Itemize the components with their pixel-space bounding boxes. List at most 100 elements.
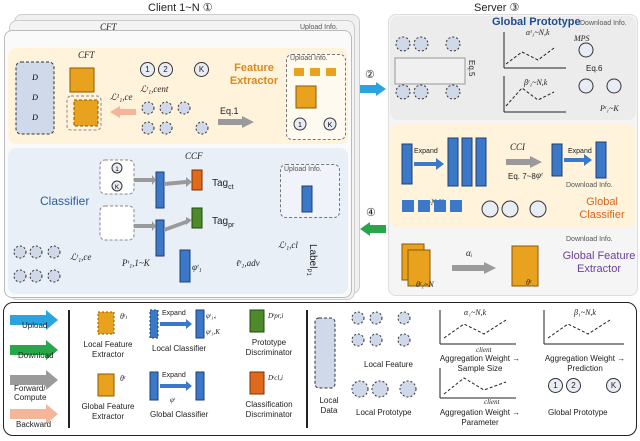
p-label: Pᵗ₁,1~K [122,258,150,268]
classifier-label: Classifier [40,194,90,208]
legend-local-prototype: Local Prototype [356,408,412,417]
mps-label: MPS [574,34,590,43]
global-classifier-title: Global Classifier [579,196,625,221]
feature-extractor-label: Feature Extractor [229,62,279,87]
alpha-label: αᵗ₁~N,k [526,28,550,37]
loss-ce2: ℒᵗ₁,ce [70,252,92,262]
loss-cent: ℒᵗ₁,cent [140,84,169,94]
cft-label: CFT [78,50,95,60]
server-proto-circles [394,36,466,100]
theta-1n: θᵗ₁~N [416,280,434,289]
download-info-3: Download Info. [566,236,613,243]
legend-global-classifier: Global Classifier [150,410,209,419]
legend-global-proto-1: 1 [548,378,563,393]
cci-label: CCI [510,142,526,152]
legend-divider-2 [306,310,308,428]
forward-arrow-cci [506,156,542,168]
legend-d-cl: Dᵗcl,i [268,374,283,382]
legend-agg-parameter-plot [439,368,516,399]
legend-prototype-discriminator-icon [249,309,265,333]
svg-text:D: D [31,113,38,122]
legend-local-feature-extractor: Local Feature Extractor [83,340,133,359]
server-local-extractors [401,243,431,287]
server-phi-expand [551,141,607,179]
legend-client-2: client [484,398,500,406]
expand-2: Expand [568,148,592,155]
legend-theta-g: θᵗ [120,374,126,383]
legend-global-feature-extractor: Global Feature Extractor [81,402,135,421]
legend-local-data-icon [314,317,336,389]
legend-divider-1 [68,310,70,428]
server-p-label: Pᵗ₁~K [600,104,619,113]
upload-info-back: Upload Info. [300,24,338,31]
ccf-label: CCF [185,151,203,161]
legend-local-prototype-icon [351,380,417,398]
download-info-2: Download Info. [566,182,613,189]
legend-phi-li: φᵗ₁,ᵢ [206,312,217,320]
legend-local-feature-extractor-icon [97,311,115,335]
local-feature-cluster [141,101,209,135]
backward-arrow-1 [110,106,136,118]
legend-phi-lk: φᵗ₁,K [206,328,220,336]
legend-expand-a: Expand [162,310,186,317]
legend-classification-discriminator: Classification Discriminator [245,400,293,419]
upload-info-ccf-label: Upload Info. [284,166,322,173]
upload-info-label: Upload Info. [290,55,328,62]
upload-info-contents: 1 K [293,68,337,131]
legend-download: Download [18,351,54,360]
legend-theta-l: θᵗₗ [120,312,127,321]
cft-back-label: CFT [100,22,117,32]
legend-alpha: α₁~N,k [464,308,487,317]
proto-circle-k: K [194,62,209,77]
legend-global-proto-k: K [606,378,621,393]
forward-arrow-alpha [452,262,496,274]
client-title: Client 1~N ① [148,2,213,14]
tag-ct: Tagct [212,178,234,191]
step4-label: ④ [366,207,376,219]
server-feature-cubes [402,200,462,212]
phi-1nk: φᵗ₁~N,K [418,198,444,207]
legend-forward: Forward/ Compute [14,384,47,402]
client-feature-stack [13,245,61,283]
legend-global-proto-2: 2 [566,378,581,393]
server-title: Server ③ [474,2,520,14]
global-prototype-title: Global Prototype [492,16,581,28]
label-text: LabelP1 [305,244,318,276]
alpha-i: αᵢ [466,248,473,258]
svg-text:K: K [328,122,333,129]
eq5-label: Eq.5 [467,60,476,77]
download-arrow-step4 [360,222,386,236]
ccf-classifier-graph: 1 K [99,159,203,257]
legend-expand-b: Expand [162,372,186,379]
eq6-label: Eq.6 [586,64,603,73]
svg-text:1: 1 [298,122,302,129]
svg-text:D: D [31,93,38,102]
eq1-label: Eq.1 [220,106,239,116]
server-proto-result [578,42,622,94]
svg-text:1: 1 [115,167,119,173]
loss-adv: ℓᵗ₁,adv [236,258,260,268]
legend-agg-sample-size: Aggregation Weight → Sample Size [439,354,521,373]
legend-d-pr: Dᵗpr,i [268,312,284,320]
legend-agg-prediction: Aggregation Weight → Prediction [544,354,626,373]
legend-backward: Backward [16,420,52,429]
proto-circle-2: 2 [158,62,173,77]
legend-agg-sample-plot [439,310,516,345]
loss-ce: ℒ¹₁,ce [110,92,133,102]
legend-upload: Upload [22,321,48,330]
legend-arrows [10,310,58,424]
proto-circle-1: 1 [140,62,155,77]
local-feature-extractor-icon [66,67,102,131]
phi-label: φᵗ₁ [192,262,202,272]
legend-beta: β₁~N,k [574,308,596,317]
upload-classifier-icon [301,185,313,213]
loss-cl: ℒᵗ₁,cl [278,240,298,250]
theta-t: θᵗ [526,278,532,287]
legend-client-1: client [476,346,492,354]
legend-prototype-discriminator: Prototype Discriminator [245,338,293,357]
legend-local-classifier: Local Classifier [152,344,207,353]
expand-1: Expand [414,148,438,155]
svg-text:K: K [115,185,119,191]
server-weight-plots [503,32,566,113]
eq78-label: Eq. 7~8 [508,172,536,181]
